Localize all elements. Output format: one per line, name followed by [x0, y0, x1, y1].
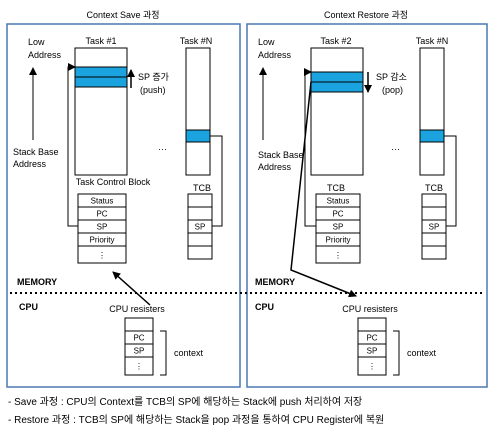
sp-decrease-label: (pop): [382, 85, 403, 95]
cpu-label: CPU: [255, 302, 274, 312]
note-restore: - Restore 과정 : TCB의 SP에 해당하는 Stack을 pop …: [8, 415, 385, 426]
tcb-row: [315, 245, 361, 264]
save-panel-title: Context Save 과정: [86, 10, 159, 20]
register-row: [124, 317, 154, 332]
sp-increase-label: (push): [140, 85, 166, 95]
task-label: Task #2: [320, 36, 351, 46]
tcb-row-label: PC: [96, 210, 107, 219]
task-n-stack-sp-region: [185, 129, 211, 143]
low-address-label: Low: [28, 37, 45, 47]
task-n-stack: [185, 47, 211, 176]
stack-pushed-region: [74, 76, 128, 88]
tcb-n-row: [187, 193, 213, 208]
tcb-n-label: TCB: [425, 183, 443, 193]
low-address-label: Address: [28, 50, 62, 60]
sp-to-stack-connector: [67, 63, 78, 227]
tcb-table: Status PC SP Priority ⋮: [77, 193, 127, 264]
register-label: ⋮: [368, 362, 376, 371]
register-label: ⋮: [135, 362, 143, 371]
register-row: [357, 356, 387, 376]
tcb-row-label: PC: [332, 210, 343, 219]
restore-panel-border: [246, 23, 488, 388]
tcb-n-row: [187, 245, 213, 260]
stack-popped-region: [310, 81, 364, 93]
tcb-row-label: SP: [97, 223, 108, 232]
tcb-table: Status PC SP Priority ⋮: [315, 193, 361, 264]
cpu-resisters-label: CPU resisters: [342, 304, 398, 314]
sp-increase-label: SP 증가: [138, 72, 169, 82]
stack-to-cpu-arrow: [290, 81, 357, 298]
tcb-n-sp-label: SP: [195, 223, 206, 232]
ellipsis-dots: ···: [158, 144, 167, 154]
low-address-label: Address: [258, 50, 292, 60]
stack-base-address-label: Stack Base: [258, 150, 304, 160]
save-panel-border: [6, 23, 241, 388]
restore-panel-title: Context Restore 과정: [324, 10, 408, 20]
tcb-n-row: [421, 206, 447, 221]
context-bracket: [393, 330, 400, 376]
stack-base-address-label: Address: [13, 159, 47, 169]
context-bracket: [160, 330, 167, 376]
cpu-registers-restore: CPU resisters PC SP ⋮ context: [342, 304, 437, 376]
stack-pushed-region: [74, 66, 128, 78]
register-label: SP: [367, 347, 378, 356]
low-address-label: Low: [258, 37, 275, 47]
tcb-n-row: [187, 232, 213, 247]
stack-popped-region: [310, 71, 364, 83]
task-n-stack-sp-region: [419, 129, 445, 143]
task-stack: [310, 47, 364, 176]
sp-decrease-label: SP 감소: [376, 71, 407, 82]
tcb-row-label: Priority: [90, 236, 115, 245]
task-n-stack: [419, 47, 445, 176]
tcb-n-row: [421, 245, 447, 260]
ellipsis-dots: ···: [391, 144, 400, 154]
cpu-registers-save: CPU resisters PC SP ⋮ context: [109, 304, 204, 376]
task-n-label: Task #N: [180, 36, 213, 46]
register-label: PC: [366, 334, 377, 343]
tcb-row-label: ⋮: [98, 251, 106, 260]
tcb-row-label: Status: [91, 197, 114, 206]
register-label: PC: [133, 334, 144, 343]
tcb-row-label: Priority: [326, 236, 351, 245]
cpu-to-tcb-arrow: [112, 271, 151, 306]
stack-base-address-label: Address: [258, 162, 292, 172]
memory-label: MEMORY: [17, 277, 57, 287]
stack-base-address-label: Stack Base: [13, 147, 59, 157]
tcb-row-label: Status: [327, 197, 350, 206]
tcb-n-sp-connector: [444, 135, 457, 227]
tcb-row-label: SP: [333, 223, 344, 232]
tcb-n-row: [187, 206, 213, 221]
memory-label: MEMORY: [255, 277, 295, 287]
sp-to-stack-connector: [304, 68, 316, 227]
cpu-resisters-label: CPU resisters: [109, 304, 165, 314]
tcb-title: Task Control Block: [76, 177, 151, 187]
cpu-label: CPU: [19, 302, 38, 312]
restore-panel: Context Restore 과정 Low Address Stack Bas…: [246, 10, 488, 388]
context-label: context: [407, 348, 437, 358]
tcb-n-sp-label: SP: [429, 223, 440, 232]
note-save: - Save 과정 : CPU의 Context를 TCB의 SP에 해당하는 …: [8, 397, 363, 408]
register-label: SP: [134, 347, 145, 356]
tcb-n-label: TCB: [193, 183, 211, 193]
tcb-row: [77, 245, 127, 264]
tcb-n-row: [421, 193, 447, 208]
task-n-label: Task #N: [416, 36, 449, 46]
tcb-row-label: ⋮: [334, 251, 342, 260]
tcb-n-sp-connector: [210, 135, 223, 227]
tcb-title: TCB: [327, 183, 345, 193]
save-panel: Context Save 과정 Low Address Stack Base A…: [6, 10, 241, 388]
register-row: [124, 356, 154, 376]
context-label: context: [174, 348, 204, 358]
tcb-n-table: SP: [187, 193, 213, 260]
tcb-n-row: [421, 232, 447, 247]
task-label: Task #1: [85, 36, 116, 46]
register-row: [357, 317, 387, 332]
tcb-n-table: SP: [421, 193, 447, 260]
notes: - Save 과정 : CPU의 Context를 TCB의 SP에 해당하는 …: [8, 394, 492, 430]
